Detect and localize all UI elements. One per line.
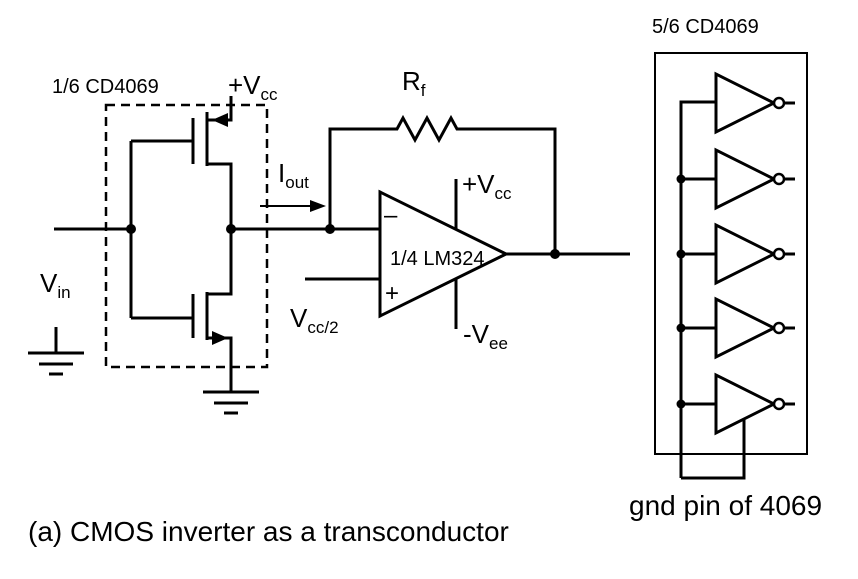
inverter-gate-4 <box>676 296 795 360</box>
inverter-gate-1 <box>714 71 795 135</box>
junction-output <box>550 249 560 259</box>
label-opamp-name: 1/4 LM324 <box>390 248 485 270</box>
ground-symbol-inverter <box>203 390 259 415</box>
opamp-plus-sign: + <box>385 280 399 307</box>
inverter-gate-5 <box>676 372 795 436</box>
label-iout: Iout <box>278 158 309 192</box>
pmos-transistor <box>131 112 233 229</box>
opamp-minus-sign: – <box>384 202 398 229</box>
label-gnd-pin: gnd pin of 4069 <box>629 490 822 521</box>
label-cd4069-single: 1/6 CD4069 <box>52 76 159 98</box>
label-vee: -Vee <box>463 319 508 353</box>
label-vcc-amp: +Vcc <box>462 169 512 203</box>
caption: (a) CMOS inverter as a transconductor <box>28 516 509 547</box>
label-vin: Vin <box>40 268 71 302</box>
junction-gate <box>126 224 136 234</box>
inverter-dashed-box <box>104 103 269 369</box>
inverter-bank-box <box>654 52 808 455</box>
feedback-resistor <box>328 114 557 254</box>
opamp-lm324 <box>305 179 630 329</box>
inverter-bank-bus <box>679 100 716 478</box>
iout-arrow <box>260 200 326 212</box>
inverter-gate-3 <box>676 222 795 286</box>
gnd-pin-loop <box>681 420 746 480</box>
ground-symbol-vin <box>28 327 84 376</box>
label-vref: Vcc/2 <box>290 303 339 337</box>
label-rf: Rf <box>402 66 426 100</box>
label-cd4069-bank: 5/6 CD4069 <box>652 16 759 38</box>
inverter-gate-2 <box>676 147 795 211</box>
junction-drain <box>226 224 236 234</box>
nmos-transistor <box>131 229 233 392</box>
label-vcc-top: +Vcc <box>228 70 278 104</box>
